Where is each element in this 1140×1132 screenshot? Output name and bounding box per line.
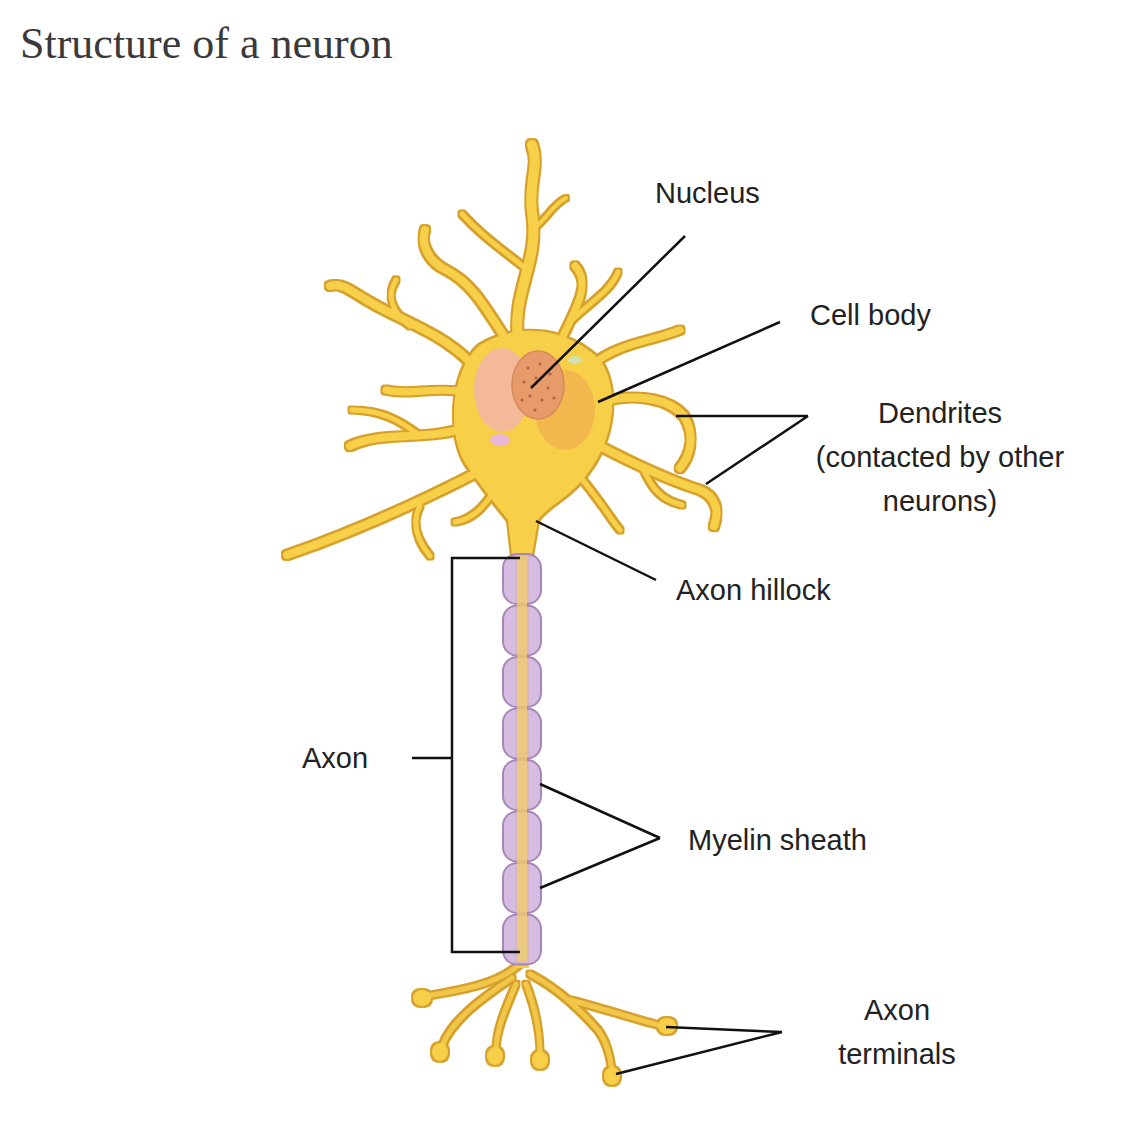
terminal-branch (570, 1000, 662, 1026)
dendrite (576, 472, 620, 530)
leader-line (536, 521, 656, 580)
part-label: Axon (302, 736, 368, 780)
dot (528, 394, 531, 397)
terminal-bulb (413, 990, 431, 1006)
leader-line (531, 236, 685, 388)
leader-line (676, 416, 808, 484)
dot (538, 362, 541, 365)
dot (534, 376, 537, 379)
neuron-body (287, 145, 716, 1085)
organelle (490, 434, 510, 446)
dendrite (386, 390, 466, 392)
terminal-branch (496, 984, 516, 1050)
leader-line (540, 784, 660, 888)
dendrite (352, 410, 420, 436)
dendrite (560, 266, 582, 342)
axon-terminal-branches (426, 962, 662, 1070)
part-label: Dendrites (contacted by other neurons) (815, 391, 1065, 523)
terminal-bulb (487, 1047, 503, 1065)
leader-line (616, 1027, 782, 1074)
dot (552, 396, 555, 399)
part-label: Axon hillock (676, 568, 831, 612)
axon-terminal-bulbs (413, 990, 676, 1085)
dendrite (391, 280, 410, 326)
dot (526, 366, 529, 369)
dot (548, 372, 551, 375)
dot (546, 386, 549, 389)
terminal-bulb (532, 1051, 548, 1069)
diagram-title: Structure of a neuron (20, 14, 393, 74)
cell-body-shape (454, 331, 612, 555)
axon-core-visible (517, 556, 527, 962)
dendrite (416, 506, 430, 556)
dendrite (642, 466, 682, 505)
nucleus-shape (512, 351, 564, 419)
part-label: Axon terminals (807, 988, 987, 1076)
dot (533, 408, 536, 411)
dendrite (424, 230, 505, 338)
dendrite (517, 145, 535, 340)
axon-bracket (412, 558, 520, 952)
organelle (568, 356, 582, 364)
myelin-segments (503, 554, 541, 965)
dendrite (532, 198, 566, 230)
dendrites (287, 145, 716, 556)
cell-contents (474, 348, 595, 450)
terminal-branch (442, 978, 512, 1046)
leader-line (598, 322, 780, 402)
dot (540, 398, 543, 401)
dendrite (590, 330, 680, 366)
dendrite (287, 470, 482, 555)
part-label: Nucleus (655, 171, 760, 215)
dendrite (462, 214, 525, 268)
part-label: Myelin sheath (688, 818, 867, 862)
terminal-bulb (604, 1067, 620, 1085)
axon-shape (503, 540, 541, 968)
axon-core (515, 540, 529, 968)
terminal-branch (530, 974, 612, 1070)
part-label: Cell body (810, 293, 931, 337)
leader-lines (412, 236, 808, 1074)
dot (520, 398, 523, 401)
terminal-branch (526, 984, 540, 1054)
dendrite (570, 272, 618, 322)
terminal-bulb (432, 1043, 448, 1061)
dendrite (330, 285, 470, 362)
dot (522, 380, 525, 383)
